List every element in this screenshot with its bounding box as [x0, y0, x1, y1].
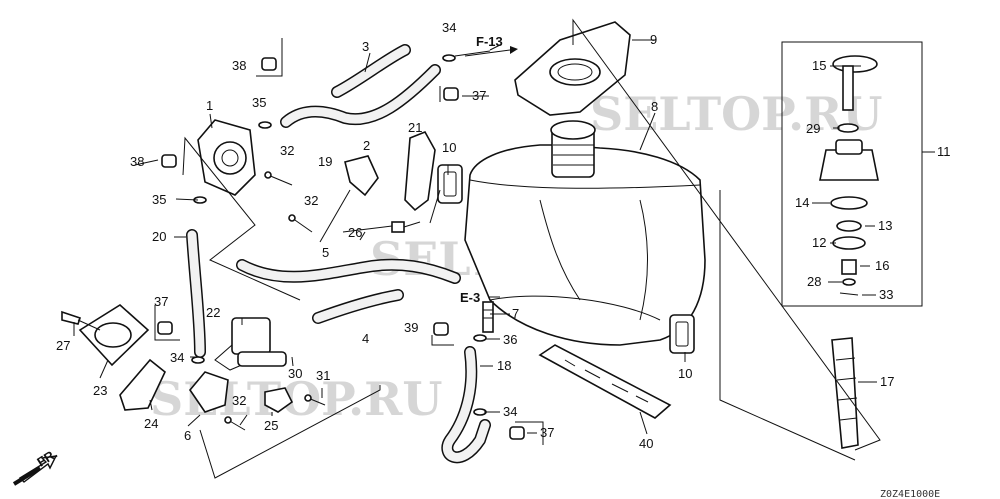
bolt-27: [61, 310, 101, 331]
label-2: 2: [363, 138, 370, 153]
tank-cover: [514, 21, 631, 116]
label-18: 18: [497, 358, 511, 373]
label-37-c: 37: [540, 425, 554, 440]
hose-19: [280, 64, 441, 128]
label-35-a: 35: [252, 95, 266, 110]
screw-32-a: [264, 171, 293, 186]
label-23: 23: [93, 383, 107, 398]
screw-32-c: [224, 416, 246, 431]
fuel-cap-assembly: [781, 41, 923, 307]
label-13: 13: [878, 218, 892, 233]
clip-25: [264, 387, 294, 413]
label-37-b: 37: [154, 294, 168, 309]
label-24: 24: [144, 416, 158, 431]
fuel-joint: [482, 301, 494, 333]
watermark: SELTOP.RU: [590, 87, 883, 141]
label-4: 4: [362, 331, 369, 346]
label-26: 26: [348, 225, 362, 240]
clip-37-a: [443, 87, 459, 101]
leader-lines: [73, 18, 935, 479]
label-12: 12: [812, 235, 826, 250]
clip-38-a: [261, 57, 277, 71]
label-15: 15: [812, 58, 826, 73]
label-8: 8: [651, 99, 658, 114]
label-20: 20: [152, 229, 166, 244]
hose-3: [331, 44, 411, 98]
label-25: 25: [264, 418, 278, 433]
clamp-34-b: [191, 356, 205, 364]
label-30: 30: [288, 366, 302, 381]
clamp-35-a: [258, 121, 272, 129]
label-34-c: 34: [503, 404, 517, 419]
tank-pad: [538, 344, 672, 419]
label-6: 6: [184, 428, 191, 443]
hose-18: [441, 346, 491, 464]
filter-23: [78, 304, 150, 367]
screw-32-b: [288, 214, 313, 233]
hose-4: [312, 289, 404, 324]
label-7: 7: [512, 306, 519, 321]
front-arrow-icon: [12, 455, 58, 486]
label-35-b: 35: [152, 192, 166, 207]
clamp-bracket: [344, 155, 379, 197]
ref-arrow-f13: [464, 46, 518, 57]
label-32-b: 32: [304, 193, 318, 208]
label-11: 11: [937, 144, 951, 159]
label-36: 36: [503, 332, 517, 347]
label-31: 31: [316, 368, 330, 383]
label-38-a: 38: [232, 58, 246, 73]
rubber-mount-upper: [437, 164, 463, 204]
label-32-a: 32: [280, 143, 294, 158]
label-10-lower: 10: [678, 366, 692, 381]
label-32-c: 32: [232, 393, 246, 408]
label-27: 27: [56, 338, 70, 353]
fuel-strainer: [831, 337, 859, 449]
stay-bracket: [404, 130, 436, 212]
cock-6: [188, 371, 229, 413]
ref-f13: F-13: [476, 34, 503, 49]
hose-20: [186, 229, 206, 358]
bolt-26: [391, 221, 421, 233]
label-21: 21: [408, 120, 422, 135]
screw-31: [304, 394, 326, 406]
connector-30: [237, 351, 287, 367]
rubber-mount-lower: [669, 314, 695, 354]
clip-39: [433, 322, 449, 336]
fuel-tank: [464, 120, 706, 346]
clip-37-c: [509, 426, 525, 440]
diagram-code: Z0Z4E1000E: [880, 489, 940, 499]
clamp-36: [473, 334, 487, 342]
hose-5: [236, 258, 461, 284]
label-1: 1: [206, 98, 213, 113]
fuel-cock: [197, 119, 256, 196]
clip-38-b: [161, 154, 177, 168]
label-16: 16: [875, 258, 889, 273]
label-40: 40: [639, 436, 653, 451]
clip-37-b: [157, 321, 173, 335]
label-22: 22: [206, 305, 220, 320]
label-39: 39: [404, 320, 418, 335]
clamp-34-a: [442, 54, 456, 62]
label-9: 9: [650, 32, 657, 47]
label-34-b: 34: [170, 350, 184, 365]
label-17: 17: [880, 374, 894, 389]
label-34-a: 34: [442, 20, 456, 35]
bracket-24: [119, 358, 166, 411]
ref-e3: E-3: [460, 290, 480, 305]
label-3: 3: [362, 39, 369, 54]
label-19: 19: [318, 154, 332, 169]
label-10-upper: 10: [442, 140, 456, 155]
label-14: 14: [795, 195, 809, 210]
label-37-a: 37: [472, 88, 486, 103]
label-33: 33: [879, 287, 893, 302]
label-29: 29: [806, 121, 820, 136]
label-28: 28: [807, 274, 821, 289]
label-38-b: 38: [130, 154, 144, 169]
label-5: 5: [322, 245, 329, 260]
